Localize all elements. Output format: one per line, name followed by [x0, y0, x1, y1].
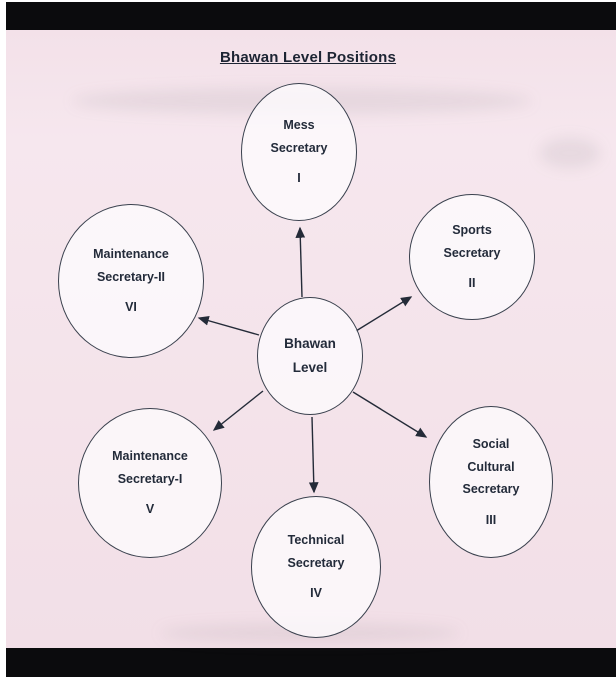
node-technical-secretary: Technical Secretary IV — [251, 496, 381, 638]
node-numeral: V — [145, 502, 155, 517]
node-label: Secretary-I — [117, 471, 183, 486]
scan-edge-bottom — [6, 648, 616, 677]
node-label: Secretary — [443, 245, 501, 260]
node-label: Secretary-II — [96, 269, 166, 284]
node-label: Technical — [287, 533, 345, 548]
node-label: Secretary — [270, 140, 328, 155]
node-numeral: II — [468, 276, 476, 291]
node-bhawan-level: Bhawan Level — [257, 297, 363, 415]
node-social-cultural-secretary: Social Cultural Secretary III — [429, 406, 553, 558]
node-label: Mess — [283, 118, 315, 133]
node-maintenance-secretary-1: Maintenance Secretary-I V — [78, 408, 222, 558]
node-mess-secretary: Mess Secretary I — [241, 83, 357, 221]
node-label: Social — [472, 437, 510, 451]
node-label: Maintenance — [93, 247, 169, 262]
node-label: Sports — [452, 223, 492, 238]
node-label: Bhawan — [284, 335, 336, 351]
node-sports-secretary: Sports Secretary II — [409, 194, 535, 320]
node-label: Secretary — [462, 482, 520, 496]
node-label: Cultural — [467, 459, 515, 474]
scan-edge-top — [6, 2, 616, 30]
node-numeral: IV — [310, 586, 322, 601]
node-numeral: III — [485, 512, 497, 527]
page-title: Bhawan Level Positions — [219, 49, 397, 66]
node-maintenance-secretary-2: Maintenance Secretary-II VI — [58, 204, 204, 358]
node-label: Secretary — [287, 555, 345, 570]
node-numeral: I — [297, 171, 301, 186]
node-label: Level — [292, 360, 328, 375]
node-numeral: VI — [125, 300, 137, 315]
node-label: Maintenance — [112, 449, 188, 464]
